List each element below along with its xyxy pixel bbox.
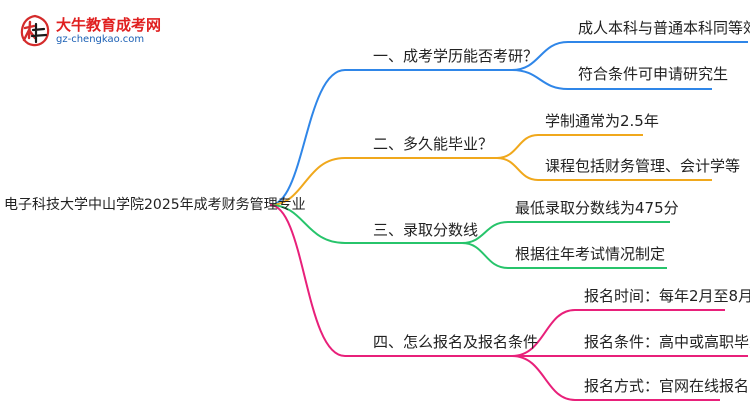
leaf-1-2: 符合条件可申请研究生 (578, 65, 729, 83)
logo-url: gz-chengkao.com (56, 34, 145, 45)
branch-2-label: 二、多久能毕业？ (373, 135, 494, 153)
logo-title: 大牛教育成考网 (56, 16, 162, 34)
site-logo[interactable]: 大牛教育成考网 gz-chengkao.com (4, 6, 161, 50)
logo-badge-icon (20, 14, 50, 47)
branch-4-label: 四、怎么报名及报名条件 (373, 333, 539, 351)
root-node: 电子科技大学中山学院2025年成考财务管理专业 (4, 197, 306, 213)
leaf-3-2: 根据往年考试情况制定 (515, 245, 666, 263)
leaf-4-2: 报名条件：高中或高职毕业 (584, 333, 750, 351)
branch-1-label: 一、成考学历能否考研？ (373, 47, 539, 65)
connector-branch-1 (269, 69, 346, 206)
leaf-1-1: 成人本科与普通本科同等效力 (578, 19, 750, 37)
branch-3-label: 三、录取分数线 (373, 221, 479, 239)
leaf-4-3: 报名方式：官网在线报名 (584, 377, 750, 395)
leaf-2-2: 课程包括财务管理、会计学等 (545, 157, 741, 175)
connector-branch-2 (269, 157, 346, 206)
leaf-3-1: 最低录取分数线为475分 (515, 199, 679, 217)
leaf-4-1: 报名时间：每年2月至8月 (584, 287, 750, 305)
leaf-2-1: 学制通常为2.5年 (545, 112, 659, 130)
connector-branch-4 (269, 204, 346, 357)
connector-branch-3 (269, 204, 346, 244)
